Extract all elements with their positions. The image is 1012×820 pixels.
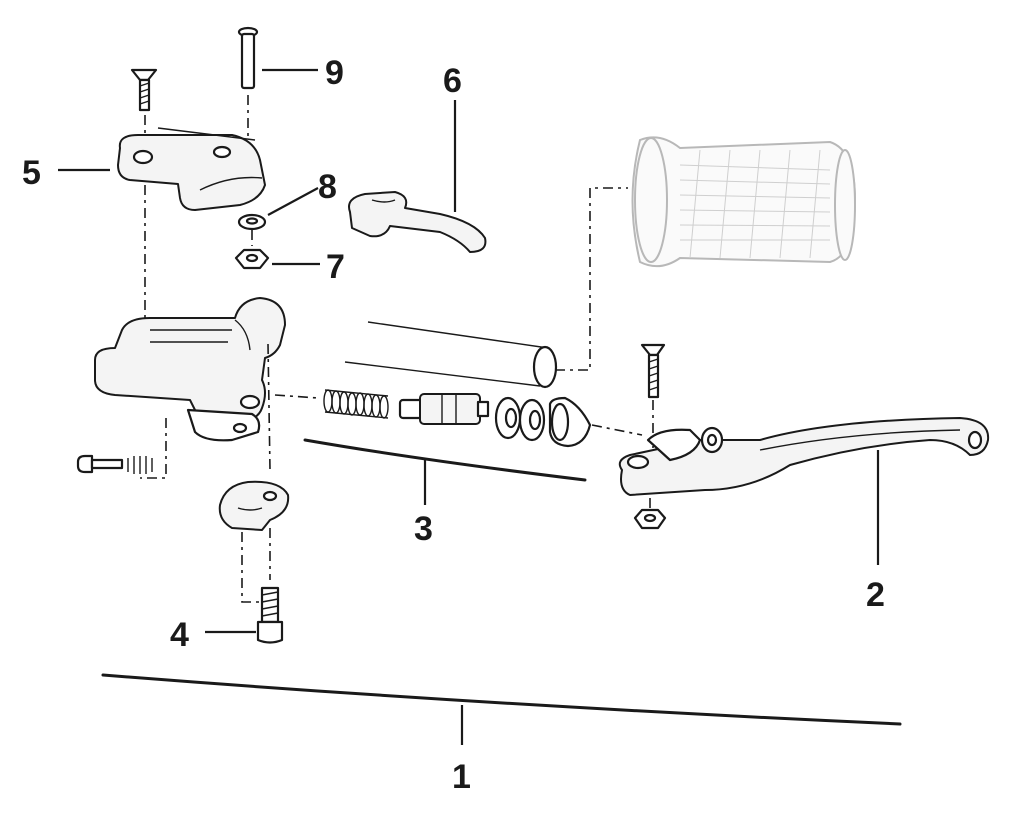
lever-nut [633, 498, 667, 530]
callout-1: 1 [452, 758, 471, 796]
piston [398, 393, 490, 425]
callout-9: 9 [325, 54, 344, 92]
callout-5: 5 [22, 154, 41, 192]
callout-2: 2 [866, 576, 885, 614]
callout-labels: 1 2 3 4 5 6 7 8 9 [22, 54, 885, 796]
adjuster-screw [76, 454, 153, 474]
callout-8: 8 [318, 168, 337, 206]
part-8-washer [237, 187, 319, 231]
adjuster-wheel [646, 426, 724, 462]
small-screw-top [130, 68, 158, 140]
lower-clamp [218, 480, 290, 603]
part-1-cable [101, 673, 902, 745]
part-5-clamp-cap [58, 127, 266, 320]
seals [494, 396, 592, 448]
part-2-brake-lever [618, 343, 990, 565]
handlebar-grip [631, 136, 857, 268]
master-cylinder-housing [94, 297, 286, 479]
part-9-long-screw [237, 26, 318, 160]
part-3-hose [303, 438, 587, 505]
piston-assembly [274, 389, 643, 448]
callout-6: 6 [443, 62, 462, 100]
callout-4: 4 [170, 616, 189, 654]
callout-3: 3 [414, 510, 433, 548]
handlebar-tube [344, 187, 628, 389]
return-spring [323, 389, 389, 419]
callout-7: 7 [326, 248, 345, 286]
part-6-small-lever [348, 100, 487, 253]
part-7-nut [234, 230, 320, 270]
part-4-bolt [205, 586, 284, 644]
